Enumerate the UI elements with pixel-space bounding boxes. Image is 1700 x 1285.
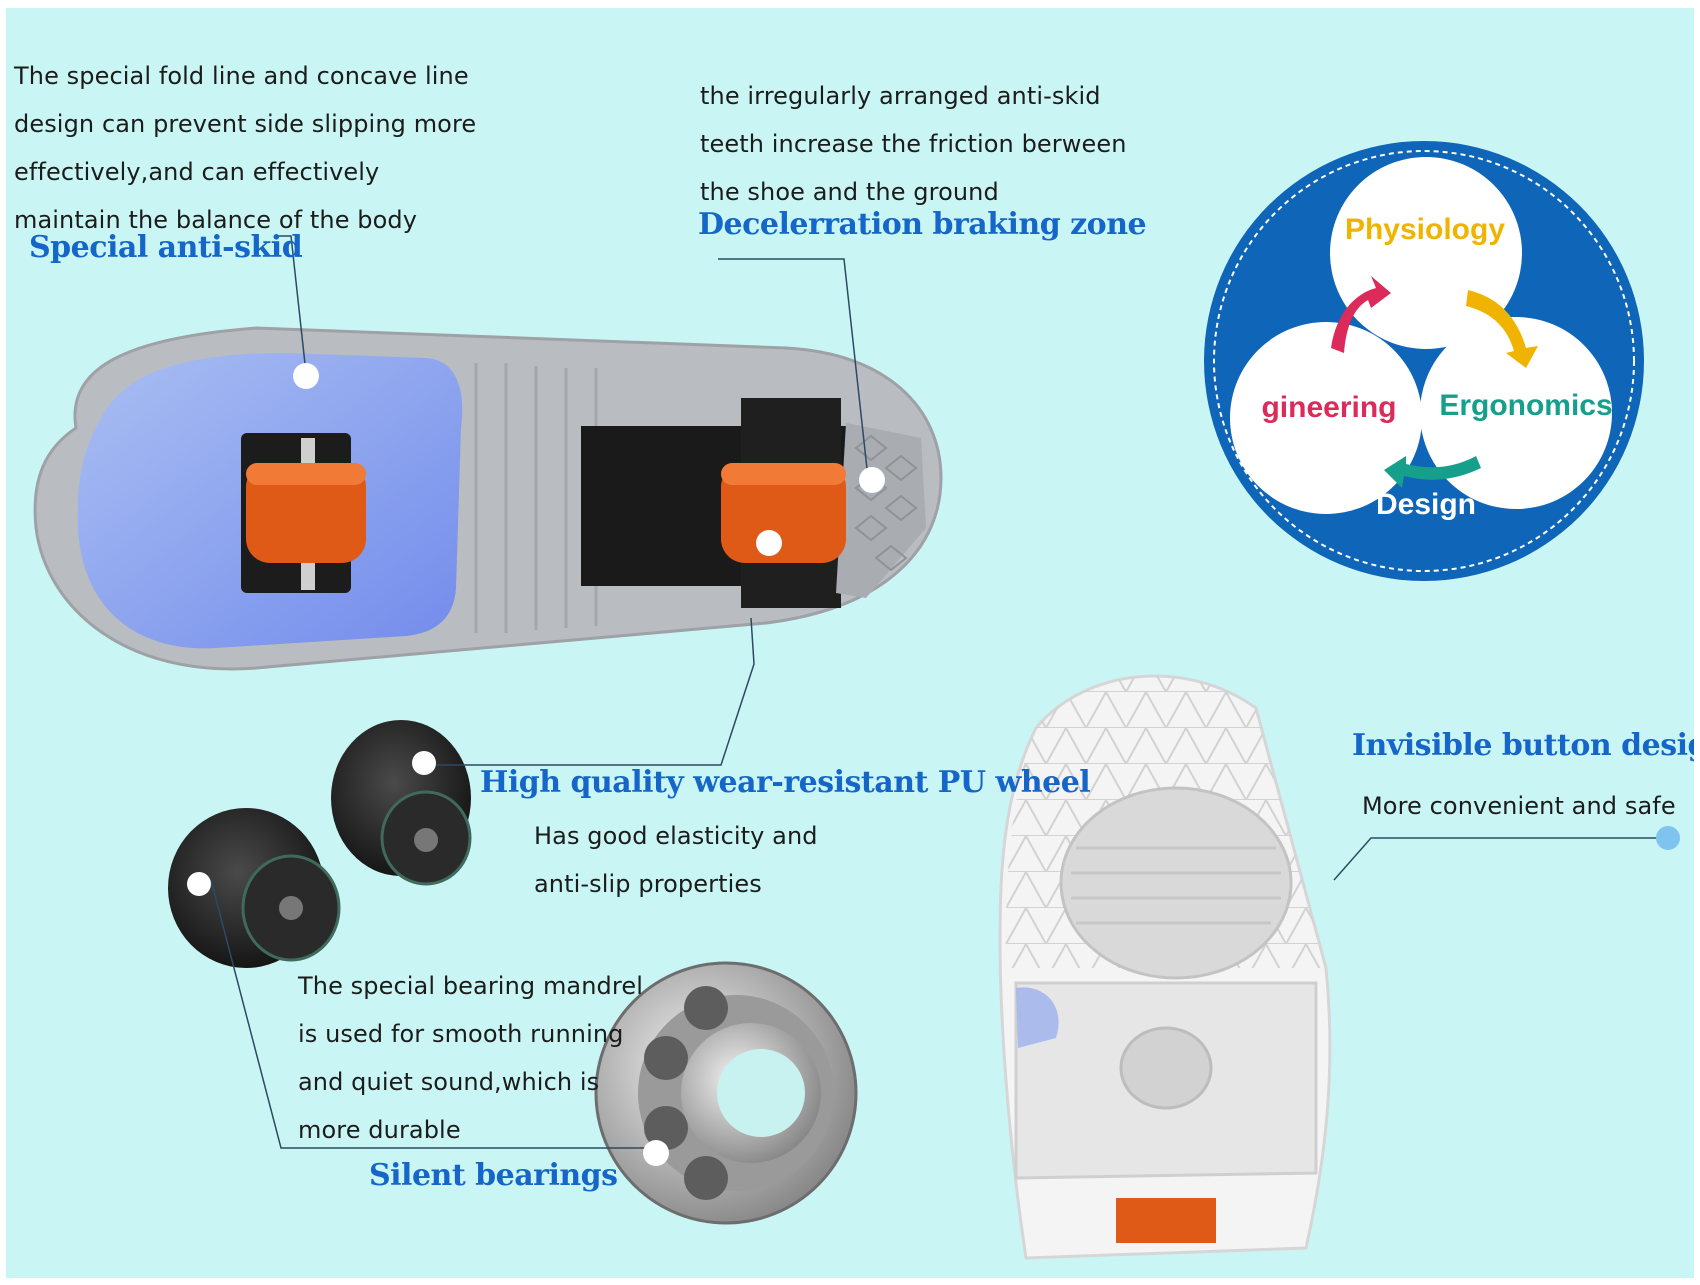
design-diagram bbox=[1204, 141, 1644, 581]
leader-lines bbox=[210, 235, 1666, 1149]
illustration-layer bbox=[33, 141, 1680, 1260]
diagram-label-ergonomics: Ergonomics bbox=[1439, 389, 1613, 422]
anti-skid-line: The special fold line and concave line bbox=[14, 62, 469, 90]
braking-description: the irregularly arranged anti-skid teeth… bbox=[700, 72, 1127, 216]
braking-line: the shoe and the ground bbox=[700, 178, 999, 206]
diagram-label-engineering: gineering bbox=[1261, 391, 1397, 424]
shoe-sole-image bbox=[33, 326, 943, 671]
button-heading: Invisible button design bbox=[1352, 728, 1694, 763]
sneaker-image bbox=[998, 674, 1332, 1260]
bearing-line: more durable bbox=[298, 1116, 461, 1144]
markers bbox=[187, 363, 1680, 1166]
anti-skid-heading: Special anti-skid bbox=[29, 230, 303, 265]
bearing-description: The special bearing mandrel is used for … bbox=[298, 962, 643, 1154]
braking-heading: Decelerration braking zone bbox=[698, 207, 1147, 242]
anti-skid-description: The special fold line and concave line d… bbox=[14, 52, 476, 244]
anti-skid-line: design can prevent side slipping more bbox=[14, 110, 477, 138]
pu-wheels-image bbox=[168, 720, 472, 968]
bearing-image bbox=[594, 961, 858, 1225]
bearing-line: is used for smooth running bbox=[298, 1020, 624, 1048]
braking-line: the irregularly arranged anti-skid bbox=[700, 82, 1101, 110]
wheel-line: Has good elasticity and bbox=[534, 822, 818, 850]
bearing-heading: Silent bearings bbox=[369, 1158, 618, 1193]
button-line: More convenient and safe bbox=[1362, 792, 1676, 820]
braking-line: teeth increase the friction berween bbox=[700, 130, 1127, 158]
anti-skid-line: effectively,and can effectively bbox=[14, 158, 380, 186]
anti-skid-line: maintain the balance of the body bbox=[14, 206, 418, 234]
infographic-canvas: The special fold line and concave line d… bbox=[6, 8, 1694, 1278]
arrow-physiology-icon bbox=[1466, 290, 1538, 368]
wheel-heading: High quality wear-resistant PU wheel bbox=[480, 765, 1091, 800]
button-description: More convenient and safe bbox=[1362, 782, 1676, 830]
bearing-line: The special bearing mandrel bbox=[298, 972, 643, 1000]
arrow-ergonomics-icon bbox=[1384, 456, 1481, 488]
arrow-engineering-icon bbox=[1331, 276, 1391, 353]
diagram-label-design: Design bbox=[1375, 488, 1477, 521]
diagram-label-physiology: Physiology bbox=[1344, 213, 1506, 246]
bearing-line: and quiet sound,which is bbox=[298, 1068, 600, 1096]
wheel-description: Has good elasticity and anti-slip proper… bbox=[534, 812, 818, 908]
wheel-line: anti-slip properties bbox=[534, 870, 762, 898]
